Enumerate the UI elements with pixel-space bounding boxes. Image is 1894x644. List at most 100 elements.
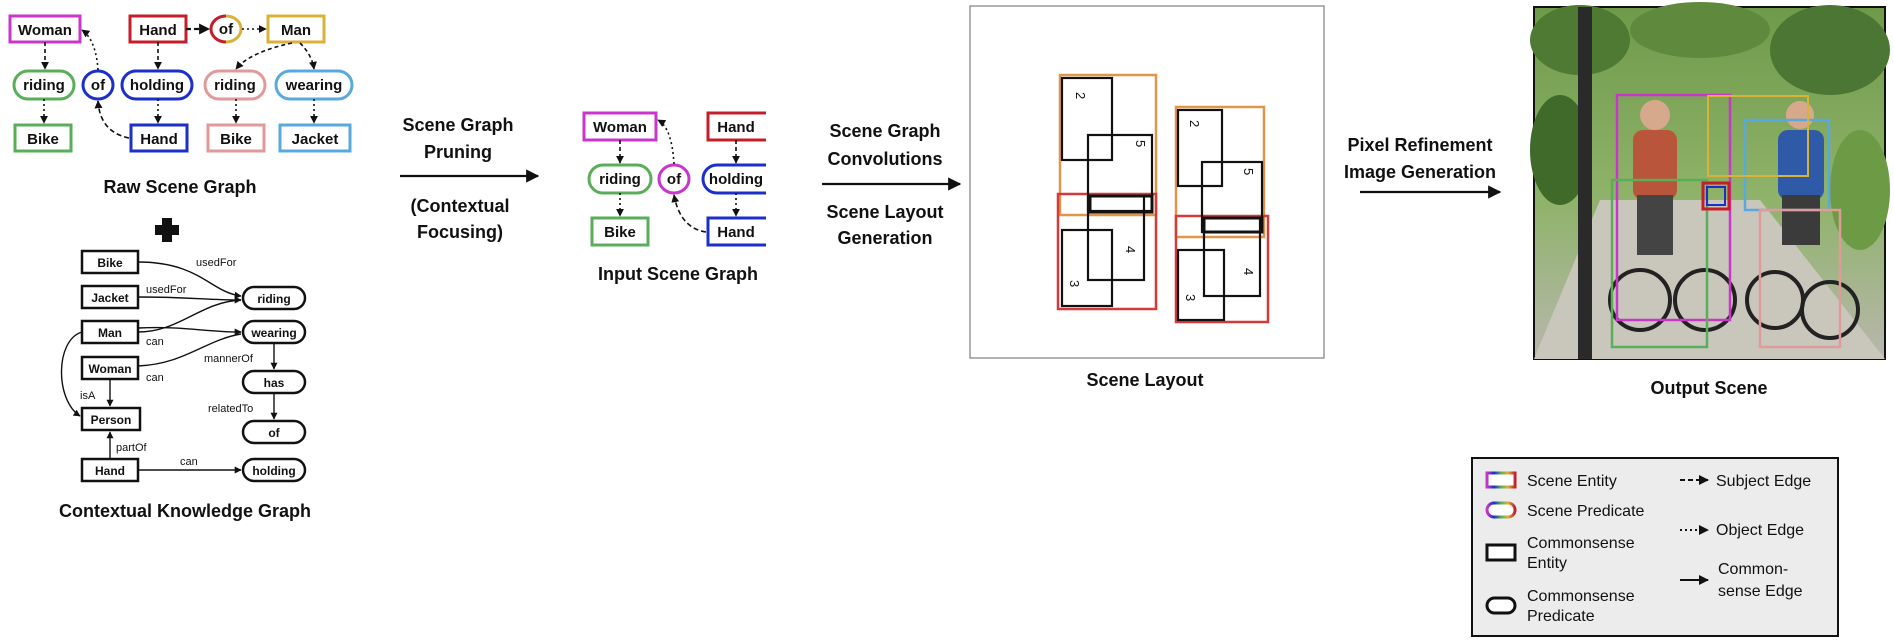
plus-icon xyxy=(155,218,179,242)
ckg-predicate-wearing-label: wearing xyxy=(250,326,296,340)
ckg-edge-label-7: partOf xyxy=(116,442,148,454)
isg-caption: Input Scene Graph xyxy=(598,264,758,284)
isg-predicate-riding-label: riding xyxy=(599,171,641,188)
rsg-entity-woman-label: Woman xyxy=(18,22,72,39)
layout-label-4-left: 4 xyxy=(1123,246,1138,253)
stage-conv-line2: Convolutions xyxy=(828,149,943,169)
rsg-entity-jacket xyxy=(278,123,352,153)
rsg-entity-bike-pink xyxy=(206,123,266,153)
ckg-edge-label-1: usedFor xyxy=(146,284,187,296)
isg-entity-bike xyxy=(590,216,650,247)
stage-refine-line1: Pixel Refinement xyxy=(1347,135,1492,155)
ckg-entity-jacket-label: Jacket xyxy=(91,291,128,305)
layout-box-2-right xyxy=(1176,108,1224,188)
ckg-entity-bike-label: Bike xyxy=(97,256,123,270)
rsg-predicate-of-blue-label: of xyxy=(91,77,106,94)
isg-entity-bike-label: Bike xyxy=(604,224,636,241)
legend-commonsense-entity-icon xyxy=(1485,543,1517,562)
layout-label-2-left: 2 xyxy=(1073,92,1088,99)
ckg-predicate-holding xyxy=(241,457,307,483)
legend-scene-predicate: Scene Predicate xyxy=(1527,503,1645,520)
isg-predicate-holding xyxy=(701,163,766,195)
layout-box-orange-right xyxy=(1174,105,1266,239)
legend: Scene Entity Scene Predicate Commonsense… xyxy=(1471,457,1839,637)
layout-label-5-left: 5 xyxy=(1133,140,1148,147)
layout-box-red-left xyxy=(1056,192,1158,311)
ckg-edges xyxy=(60,261,278,474)
ckg-predicate-has-label: has xyxy=(264,376,285,390)
layout-box-hand-right xyxy=(1202,216,1264,234)
layout-label-4-right: 4 xyxy=(1241,268,1256,275)
ckg-predicate-of-label: of xyxy=(268,426,280,440)
legend-commonsense-edge-2: sense Edge xyxy=(1718,583,1803,600)
output-scene-caption: Output Scene xyxy=(1650,378,1767,398)
rsg-predicate-of-blue xyxy=(81,69,115,101)
scene-layout-frame xyxy=(969,5,1325,359)
stage-refinement: Pixel Refinement Image Generation xyxy=(1344,135,1502,199)
ckg-entity-hand-label: Hand xyxy=(95,464,125,478)
rsg-predicate-of-top xyxy=(209,14,243,44)
stage-pruning-line3: (Contextual xyxy=(411,196,510,216)
isg-entity-hand-red-label: Hand xyxy=(717,119,755,136)
rsg-entity-man-label: Man xyxy=(281,22,311,39)
layout-label-5-right: 5 xyxy=(1241,168,1256,175)
legend-box xyxy=(1471,457,1839,637)
layout-box-3-left xyxy=(1060,228,1114,308)
ckg-predicate-of xyxy=(241,419,307,445)
stage-conv-line4: Generation xyxy=(837,228,932,248)
ckg-edge-label-3: can xyxy=(146,372,164,384)
rsg-entity-hand-blue-label: Hand xyxy=(140,131,178,148)
layout-box-orange-left xyxy=(1058,73,1158,217)
rsg-entity-hand-red-label: Hand xyxy=(139,22,177,39)
legend-scene-predicate-icon xyxy=(1485,501,1517,519)
stage-pruning-line2: Pruning xyxy=(424,142,492,162)
ckg-edge-label-6: relatedTo xyxy=(208,403,253,415)
rsg-entity-man xyxy=(266,14,326,44)
isg-entity-woman-label: Woman xyxy=(593,119,647,136)
stage-conv-line3: Scene Layout xyxy=(826,202,943,222)
layout-box-3-right xyxy=(1176,248,1226,322)
isg-entity-hand-red xyxy=(706,111,766,142)
legend-object-edge: Object Edge xyxy=(1716,522,1804,539)
legend-scene-entity: Scene Entity xyxy=(1527,473,1617,490)
legend-commonsense-predicate-2: Predicate xyxy=(1527,608,1595,625)
ckg-edge-label-8: can xyxy=(180,456,198,468)
stage-pruning: Scene Graph Pruning (Contextual Focusing… xyxy=(400,115,540,242)
isg-entity-woman xyxy=(582,111,658,142)
layout-box-hand-left xyxy=(1088,194,1154,214)
rsg-caption: Raw Scene Graph xyxy=(103,177,256,197)
rsg-predicate-of-top-label: of xyxy=(219,21,234,38)
scene-layout: 2 5 4 3 2 5 4 3 Scene Layout xyxy=(969,5,1325,390)
stage-refine-line2: Image Generation xyxy=(1344,162,1496,182)
ckg-predicate-riding xyxy=(241,285,307,311)
rsg-entity-bike-green-label: Bike xyxy=(27,131,59,148)
rsg-entity-hand-blue xyxy=(129,123,189,153)
output-scene-image xyxy=(1530,2,1890,360)
stage-conv-line1: Scene Graph xyxy=(829,121,940,141)
stage-convolutions: Scene Graph Convolutions Scene Layout Ge… xyxy=(822,121,962,248)
layout-label-3-right: 3 xyxy=(1183,294,1198,301)
rsg-predicate-holding xyxy=(120,69,194,101)
knowledge-graph: Bike Jacket Man Woman Person Hand riding… xyxy=(59,249,311,521)
isg-entity-hand-blue xyxy=(706,216,766,247)
ckg-edge-label-0: usedFor xyxy=(196,257,237,269)
raw-scene-graph: Woman Hand of Man riding of holding ridi… xyxy=(8,14,354,197)
ckg-entity-person-label: Person xyxy=(91,413,132,427)
legend-commonsense-predicate-icon xyxy=(1485,596,1517,615)
ckg-caption: Contextual Knowledge Graph xyxy=(59,501,311,521)
isg-predicate-holding-label: holding xyxy=(709,171,763,188)
layout-label-2-right: 2 xyxy=(1187,120,1202,127)
ckg-entity-person xyxy=(80,406,142,432)
legend-subject-edge: Subject Edge xyxy=(1716,473,1811,490)
layout-label-3-left: 3 xyxy=(1067,280,1082,287)
legend-commonsense-edge-1: Common- xyxy=(1718,561,1788,578)
isg-predicate-of xyxy=(657,163,691,195)
stage-pruning-line1: Scene Graph xyxy=(402,115,513,135)
legend-commonsense-entity-2: Entity xyxy=(1527,555,1567,572)
rsg-entity-bike-pink-label: Bike xyxy=(220,131,252,148)
rsg-predicate-riding-pink-label: riding xyxy=(214,77,256,94)
rsg-predicate-riding-pink xyxy=(203,69,267,101)
legend-commonsense-predicate-1: Commonsense xyxy=(1527,588,1635,605)
rsg-predicate-holding-label: holding xyxy=(130,77,184,94)
isg-edges xyxy=(616,119,740,233)
